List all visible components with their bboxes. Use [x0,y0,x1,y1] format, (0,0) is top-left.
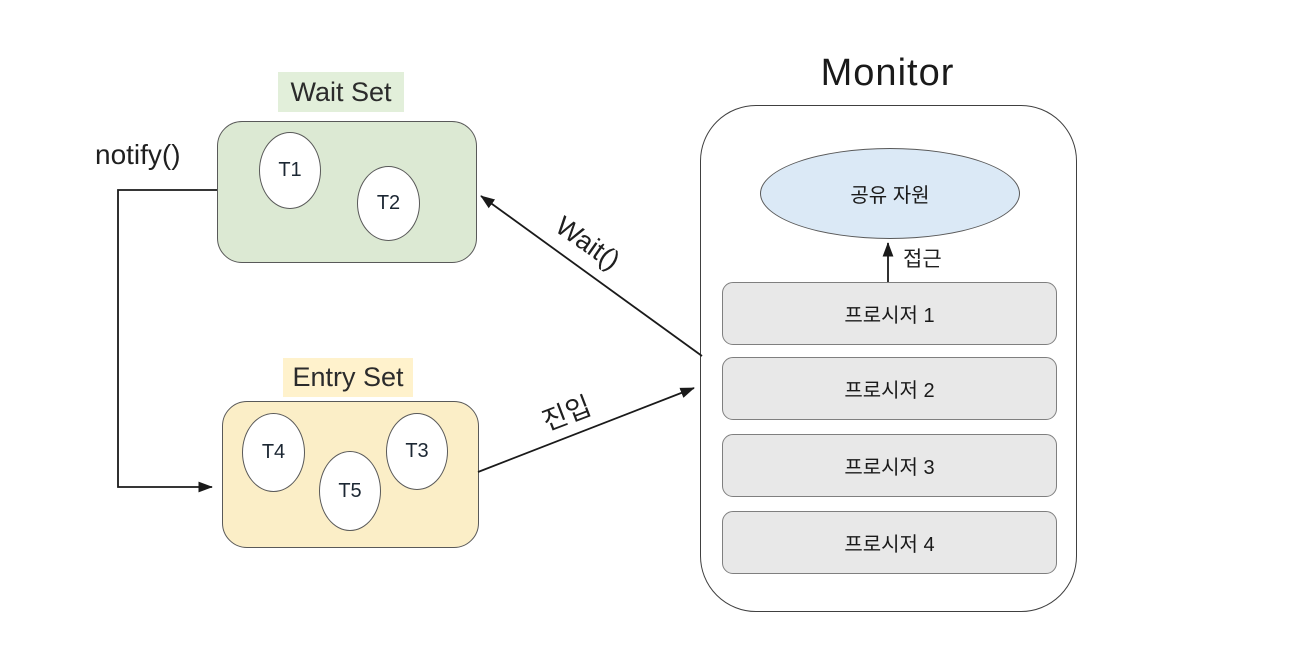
wait-set-title: Wait Set [278,72,404,112]
notify-arrow [117,189,217,493]
thread-ellipse-t3: T3 [386,413,448,490]
thread-ellipse-t5: T5 [319,451,381,531]
enter-edge-label: 진입 [538,390,596,437]
thread-ellipse-t4: T4 [242,413,305,492]
access-edge-label: 접근 [903,248,942,271]
procedure-box-4: 프로시저 4 [722,511,1057,574]
monitor-title: Monitor [820,52,955,94]
procedure-box-3: 프로시저 3 [722,434,1057,497]
shared-resource-ellipse: 공유 자원 [760,148,1020,239]
thread-ellipse-t1: T1 [259,132,321,209]
procedure-box-2: 프로시저 2 [722,357,1057,420]
wait-edge-label: Wait() [550,210,626,276]
wait-set-container [217,121,477,263]
wait-arrow [480,195,703,357]
procedure-box-1: 프로시저 1 [722,282,1057,345]
thread-ellipse-t2: T2 [357,166,420,241]
notify-edge-label: notify() [95,139,181,170]
entry-set-title: Entry Set [283,358,413,397]
